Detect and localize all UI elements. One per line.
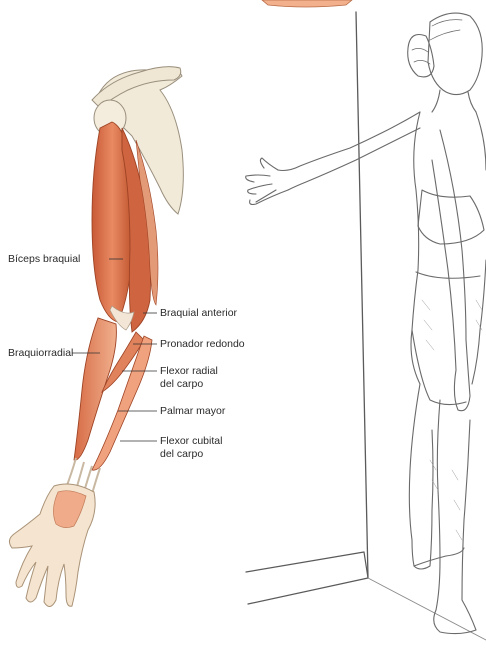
outstretched-hand (246, 158, 288, 205)
label-flexor-cubital-line2: del carpo (160, 448, 203, 460)
label-braquiorradial: Braquiorradial (8, 347, 73, 359)
torso-back (411, 112, 420, 384)
hips (412, 330, 466, 405)
anatomical-arm-illustration (9, 0, 352, 607)
far-arm (432, 130, 470, 411)
shading-hatch (422, 300, 482, 540)
wall-corner-line (356, 12, 368, 578)
torso-front (472, 112, 486, 384)
floor-line (246, 552, 368, 604)
top-skin-fragment (262, 0, 352, 7)
label-flexor-radial-line1: Flexor radial (160, 365, 218, 377)
outstretched-arm (278, 112, 420, 190)
hair-strands (412, 20, 462, 64)
sports-top (418, 190, 484, 244)
floor-back-line (368, 578, 486, 640)
foot-back (414, 548, 464, 566)
head (428, 13, 482, 94)
label-palmar-mayor: Palmar mayor (160, 405, 225, 417)
label-braquial-anterior: Braquial anterior (160, 307, 237, 319)
label-flexor-cubital-line1: Flexor cubital (160, 435, 222, 447)
standing-figure-sketch (246, 12, 486, 640)
label-flexor-radial-line2: del carpo (160, 378, 203, 390)
label-pronador-redondo: Pronador redondo (160, 338, 245, 350)
back-leg (409, 384, 433, 569)
front-leg (434, 400, 476, 634)
neck (432, 90, 476, 112)
label-biceps-braquial: Bíceps braquial (8, 253, 80, 265)
